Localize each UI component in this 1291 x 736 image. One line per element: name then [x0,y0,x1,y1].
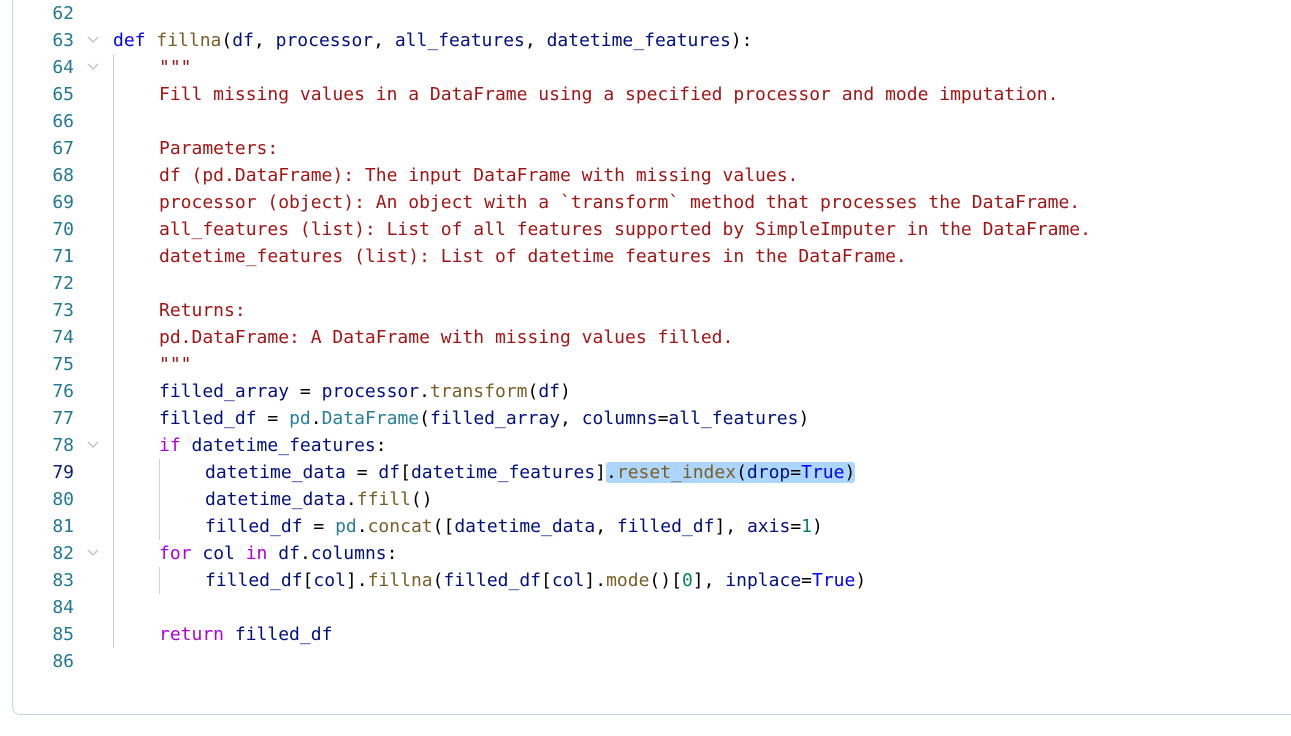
line-number: 73 [52,300,74,321]
line-number: 80 [52,489,74,510]
line-number: 83 [52,570,74,591]
line-number: 72 [52,273,74,294]
line-number: 78 [52,435,74,456]
editor-frame [12,0,1291,715]
line-number: 68 [52,165,74,186]
line-number: 66 [52,111,74,132]
code-line: 74 pd.DataFrame: A DataFrame with missin… [0,324,1291,351]
code-line: 78 if datetime_features: [0,432,1291,459]
code-text: for col in df.columns: [159,543,398,564]
fold-chevron-icon[interactable] [86,440,100,450]
code-text: filled_df = pd.DataFrame(filled_array, c… [159,408,810,429]
line-number: 84 [52,597,74,618]
code-line: 62 [0,0,1291,27]
code-line: 75 """ [0,351,1291,378]
code-line: 80 datetime_data.ffill() [0,486,1291,513]
code-line: 82 for col in df.columns: [0,540,1291,567]
code-line: 86 [0,648,1291,675]
line-number: 74 [52,327,74,348]
line-number: 63 [52,30,74,51]
code-text: datetime_data.ffill() [205,489,433,510]
code-text: filled_df = pd.concat([datetime_data, fi… [205,516,823,537]
line-number: 69 [52,192,74,213]
docstring-text: Parameters: [159,138,279,159]
code-line: 72 [0,270,1291,297]
fold-chevron-icon[interactable] [86,548,100,558]
docstring-text: """ [159,57,192,78]
code-line: 65 Fill missing values in a DataFrame us… [0,81,1291,108]
indent-guide [159,459,160,540]
code-text: return filled_df [159,624,333,645]
docstring-text: Fill missing values in a DataFrame using… [159,84,1059,105]
code-line: 83 filled_df[col].fillna(filled_df[col].… [0,567,1291,594]
line-number: 64 [52,57,74,78]
line-number: 79 [52,462,74,483]
docstring-text: datetime_features (list): List of dateti… [159,246,907,267]
docstring-text: all_features (list): List of all feature… [159,219,1091,240]
line-number: 75 [52,354,74,375]
docstring-text: df (pd.DataFrame): The input DataFrame w… [159,165,799,186]
code-text: if datetime_features: [159,435,387,456]
code-line: 71 datetime_features (list): List of dat… [0,243,1291,270]
code-line: 64 """ [0,54,1291,81]
code-line: 77 filled_df = pd.DataFrame(filled_array… [0,405,1291,432]
code-line: 76 filled_array = processor.transform(df… [0,378,1291,405]
line-number: 81 [52,516,74,537]
line-number: 77 [52,408,74,429]
code-text: datetime_data = df[datetime_features].re… [205,462,856,483]
line-number: 62 [52,3,74,24]
line-number: 70 [52,219,74,240]
docstring-text: Returns: [159,300,246,321]
code-text: def fillna(df, processor, all_features, … [113,30,753,51]
line-number: 82 [52,543,74,564]
code-line: 73 Returns: [0,297,1291,324]
code-text: filled_array = processor.transform(df) [159,381,571,402]
line-number: 76 [52,381,74,402]
line-number: 71 [52,246,74,267]
code-line: 70 all_features (list): List of all feat… [0,216,1291,243]
code-line: 81 filled_df = pd.concat([datetime_data,… [0,513,1291,540]
line-number: 67 [52,138,74,159]
code-line: 66 [0,108,1291,135]
line-number: 65 [52,84,74,105]
code-line: 84 [0,594,1291,621]
code-line: 79 datetime_data = df[datetime_features]… [0,459,1291,486]
indent-guide [159,567,160,594]
docstring-text: processor (object): An object with a `tr… [159,192,1081,213]
line-number: 86 [52,651,74,672]
code-line: 85 return filled_df [0,621,1291,648]
code-line: 69 processor (object): An object with a … [0,189,1291,216]
fold-chevron-icon[interactable] [86,35,100,45]
code-line: 63 def fillna(df, processor, all_feature… [0,27,1291,54]
line-number: 85 [52,624,74,645]
docstring-text: pd.DataFrame: A DataFrame with missing v… [159,327,734,348]
docstring-text: """ [159,354,192,375]
fold-chevron-icon[interactable] [86,62,100,72]
indent-guide [113,54,114,648]
code-line: 68 df (pd.DataFrame): The input DataFram… [0,162,1291,189]
code-line: 67 Parameters: [0,135,1291,162]
code-text: filled_df[col].fillna(filled_df[col].mod… [205,570,867,591]
text-selection: .reset_index(drop=True) [606,462,856,483]
